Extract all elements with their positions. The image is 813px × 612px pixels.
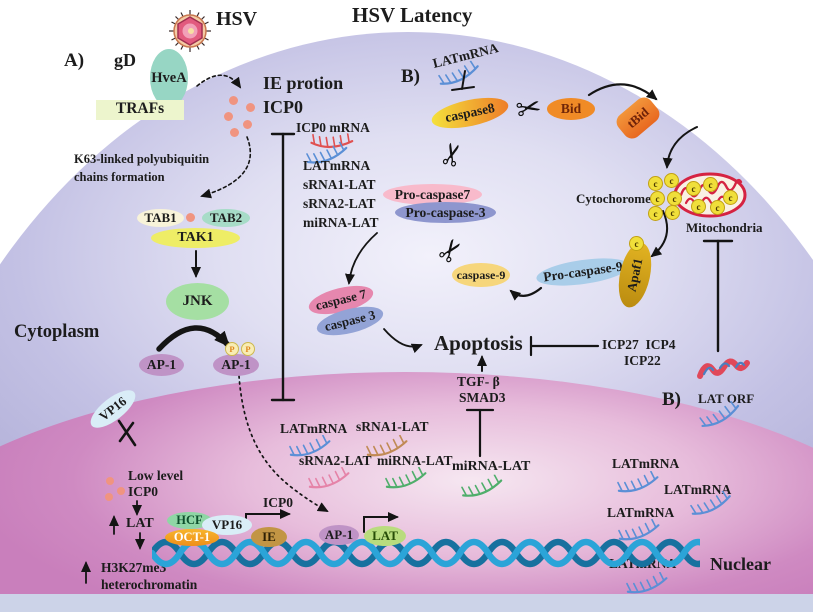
tgf-beta-label: TGF- β	[457, 374, 500, 389]
cytochrome-c-icon: c	[691, 199, 706, 214]
rna-icon	[624, 571, 670, 597]
ubiquitin-dot	[105, 493, 113, 501]
low-level-line2: ICP0	[128, 484, 158, 499]
caspase9-protein: caspase-9	[452, 263, 510, 287]
ubiquitin-dot	[246, 103, 255, 112]
hsv-virus-icon	[167, 8, 213, 54]
low-level-line1: Low level	[128, 468, 184, 483]
cytochrome-c-icon: c	[664, 173, 679, 188]
phosphate-icon: P	[241, 342, 255, 356]
ubiquitin-dot	[229, 96, 238, 105]
pro-caspase3-protein: Pro-caspase-3	[395, 202, 496, 223]
rna-icon	[383, 466, 429, 492]
ubiquitin-dot	[224, 112, 233, 121]
panel-b-top-label: B)	[401, 66, 420, 87]
bottom-membrane-strip	[0, 594, 813, 612]
rna-list-item: sRNA1-LAT	[303, 177, 376, 192]
cytochrome-c-icon: c	[703, 177, 718, 192]
cytochrome-c-icon: c	[723, 190, 738, 205]
rna-icon	[309, 128, 356, 155]
ubiquitin-dot	[243, 120, 252, 129]
nuc-rna-label: sRNA1-LAT	[356, 419, 429, 434]
dna-helix	[152, 538, 700, 568]
rna-icon	[459, 473, 506, 500]
rna-icon	[687, 489, 735, 519]
ap1-phospho-protein: AP-1	[213, 354, 259, 376]
hsv-label: HSV	[216, 8, 258, 30]
bid-protein: Bid	[547, 98, 595, 120]
nuclear-label: Nuclear	[710, 554, 771, 574]
cytochrome-c-icon: c	[667, 191, 682, 206]
nuc-latmrna-label: LATmRNA	[607, 505, 675, 520]
nuc-latmrna-label: LATmRNA	[664, 482, 732, 497]
cytochrome-c-icon: c	[650, 191, 665, 206]
ie-protein-line2: ICP0	[263, 97, 303, 117]
trafs-box: TRAFs	[96, 100, 184, 120]
panel-a-label: A)	[64, 50, 85, 71]
cytochrome-c-icon: c	[629, 236, 644, 251]
nuc-rna-label: miRNA-LAT	[377, 453, 453, 468]
ie-gene: IE	[251, 527, 287, 547]
tab2-protein: TAB2	[202, 209, 250, 227]
tak1-protein: TAK1	[151, 228, 240, 248]
panel-b-right-label: B)	[662, 389, 681, 410]
gd-label: gD	[114, 50, 136, 70]
heterochromatin-label: heterochromatin	[101, 577, 198, 592]
lat-orf-label: LAT ORF	[698, 391, 755, 406]
rna-icon	[304, 141, 351, 168]
mitochondria-label: Mitochondria	[686, 220, 763, 235]
nuc-rna-label: LATmRNA	[280, 421, 348, 436]
cytochrome-c-icon: c	[686, 181, 701, 196]
ubiquitin-dot	[186, 213, 195, 222]
cytochrome-c-icon: c	[710, 200, 725, 215]
cytochrome-c-label: Cytochorome C	[576, 191, 664, 206]
cytochrome-c-icon: c	[648, 176, 663, 191]
smad3-label: SMAD3	[459, 390, 506, 405]
ap1-nuclear-protein: AP-1	[319, 525, 359, 545]
nuc-latmrna-label: LATmRNA	[612, 456, 680, 471]
rna-icon	[696, 399, 744, 432]
hvea-receptor: HveA	[150, 49, 188, 107]
nucleus-region	[0, 372, 813, 612]
cytochrome-c-icon: c	[665, 205, 680, 220]
ubiquitin-dot	[230, 128, 239, 137]
icp27-icp4-label: ICP27 ICP4	[602, 337, 676, 352]
vp16-nuclear-protein: VP16	[202, 515, 252, 535]
nuc-rna-label: sRNA2-LAT	[299, 453, 372, 468]
apoptosis-label: Apoptosis	[434, 331, 523, 355]
cytoplasm-label: Cytoplasm	[14, 322, 100, 342]
ie-protein-line1: IE protion	[263, 73, 344, 93]
rna-icon	[364, 434, 410, 460]
icp0-mrna-label: ICP0 mRNA	[296, 120, 370, 135]
icp0-gene-label: ICP0	[263, 495, 293, 510]
rna-list-item: sRNA2-LAT	[303, 196, 376, 211]
k63-text-line2: chains formation	[74, 170, 165, 184]
rna-icon	[615, 470, 661, 496]
jnk-protein: JNK	[166, 283, 229, 320]
rna-list-item: miRNA-LAT	[303, 215, 379, 230]
icp22-label: ICP22	[624, 353, 661, 368]
tab1-protein: TAB1	[137, 209, 184, 227]
mirna-lat-label: miRNA-LAT	[452, 459, 531, 474]
k63-text-line1: K63-linked polyubiquitin	[74, 152, 210, 166]
cytochrome-c-icon: c	[648, 206, 663, 221]
lat-orf-icon	[694, 350, 752, 388]
phosphate-icon: P	[225, 342, 239, 356]
oct1-protein: OCT-1	[165, 529, 219, 546]
lat-label: LAT	[126, 516, 154, 531]
rna-icon	[616, 518, 662, 544]
rna-list-item: LATmRNA	[303, 158, 371, 173]
hcf-protein: HCF	[167, 512, 212, 529]
h3k27me3-label: H3K27me3	[101, 560, 167, 575]
pro-caspase7-protein: Pro-caspase7	[383, 184, 482, 205]
ubiquitin-dot	[106, 477, 114, 485]
diagram-title: HSV Latency	[352, 3, 473, 27]
lat-gene: LAT	[364, 526, 406, 546]
ubiquitin-dot	[117, 487, 125, 495]
ap1-protein: AP-1	[139, 354, 184, 376]
